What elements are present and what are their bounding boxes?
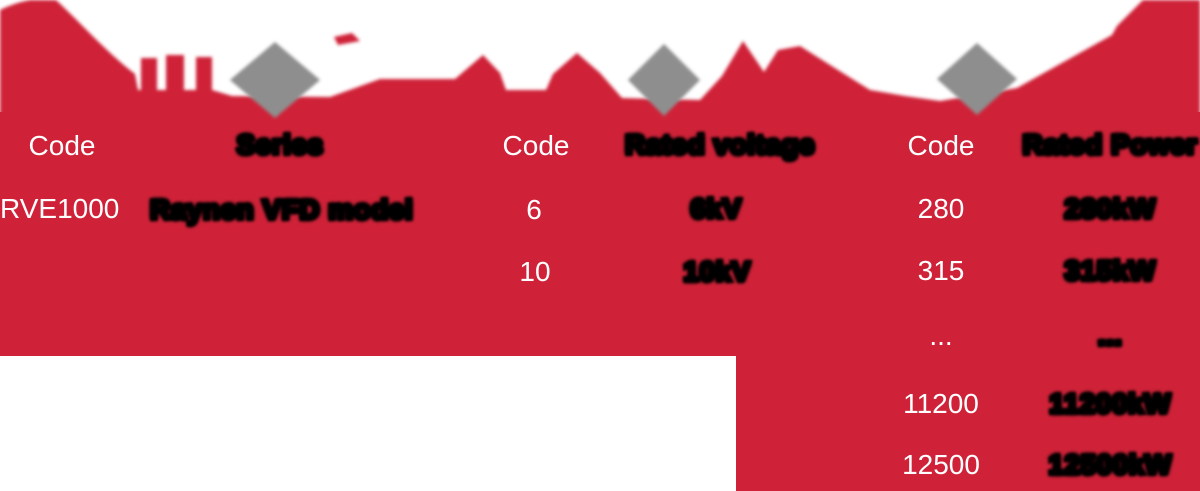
- power-code-value: 315: [917, 255, 965, 286]
- voltage-header: Rated voltage: [623, 127, 817, 162]
- series-code-value: RVE1000: [0, 193, 120, 224]
- red-banner: [0, 112, 1200, 356]
- voltage-code-value: 10: [519, 256, 551, 287]
- power-code-value: 11200: [903, 388, 979, 419]
- cutoff-title-fragments: [0, 0, 1200, 120]
- power-value: 11200kW: [1047, 386, 1172, 421]
- power-code-header: Code: [907, 130, 975, 161]
- diamond-icon: [628, 44, 700, 116]
- diamond-separators: [230, 42, 1017, 118]
- power-value: 315kW: [1062, 253, 1157, 288]
- power-ellipsis: ...: [1096, 318, 1124, 353]
- series-header: Series: [234, 127, 325, 162]
- voltage-value: 6kV: [688, 191, 743, 226]
- power-value: 12500kW: [1046, 447, 1173, 482]
- series-value: Raynen VFD model: [148, 192, 415, 227]
- red-banner-right-extension: [736, 354, 1200, 491]
- diamond-icon: [937, 43, 1017, 115]
- series-code-header: Code: [28, 130, 96, 161]
- diamond-icon: [230, 42, 320, 118]
- voltage-code-value: 6: [526, 194, 542, 225]
- voltage-code-header: Code: [502, 130, 570, 161]
- voltage-value: 10kV: [681, 254, 752, 289]
- power-header: Rated Power: [1020, 127, 1199, 162]
- power-code-value: 280: [917, 193, 965, 224]
- power-code-ellipsis: ...: [929, 320, 953, 351]
- power-code-value: 12500: [902, 449, 980, 480]
- power-value: 280kW: [1062, 191, 1157, 226]
